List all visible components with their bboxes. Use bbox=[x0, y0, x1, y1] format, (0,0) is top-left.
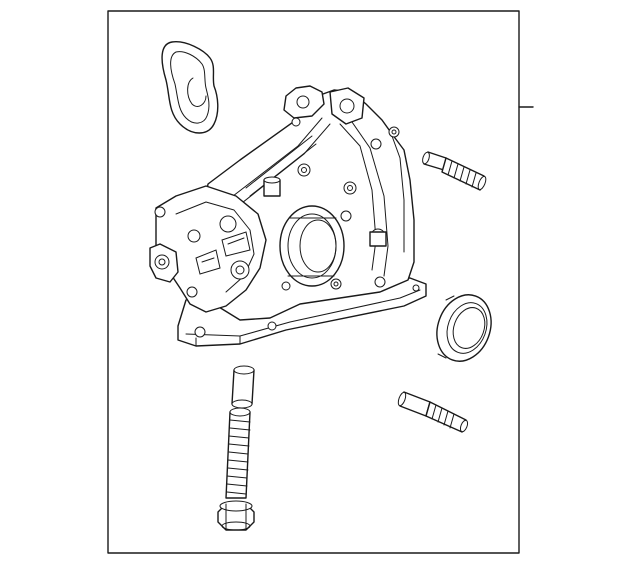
diagram-frame bbox=[107, 10, 520, 554]
flange-bolt-icon bbox=[217, 407, 255, 531]
stud-bolt-icon bbox=[422, 151, 487, 191]
gasket-icon bbox=[161, 41, 219, 134]
stud-bolt-icon-lower bbox=[397, 391, 469, 433]
dowel-pin-icon bbox=[231, 365, 255, 409]
oil-seal-icon bbox=[436, 294, 492, 362]
oil-pump-housing-icon bbox=[149, 85, 427, 347]
